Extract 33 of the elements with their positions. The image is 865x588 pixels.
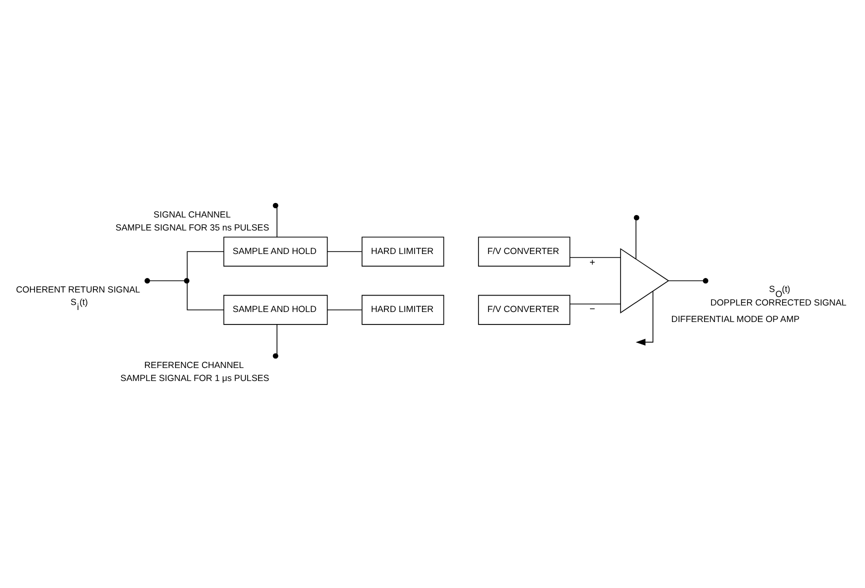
- node-label: DOPPLER CORRECTED SIGNAL: [710, 297, 846, 308]
- node-label: DIFFERENTIAL MODE OP AMP: [671, 314, 800, 324]
- connector: [569, 303, 621, 304]
- connector: [276, 324, 278, 354]
- connector: [569, 256, 621, 258]
- connector: [276, 206, 278, 237]
- edge-label: −: [590, 303, 596, 314]
- node-circle: [634, 214, 640, 220]
- connector: [326, 308, 362, 310]
- node-box: F/V CONVERTER: [478, 294, 570, 324]
- connector: [668, 280, 704, 281]
- connector: [326, 250, 362, 252]
- node-box: F/V CONVERTER: [478, 236, 570, 266]
- node-circle: [272, 352, 278, 358]
- edge-label: +: [590, 256, 596, 268]
- node-box: SAMPLE AND HOLD: [223, 236, 328, 266]
- node-label: SAMPLE SIGNAL FOR 1 μs PULSES: [120, 372, 270, 382]
- node-circle: [144, 278, 150, 283]
- node-triangle: [620, 248, 670, 313]
- connector: [149, 280, 184, 281]
- arrow: [636, 290, 654, 346]
- connector: [186, 282, 224, 310]
- node-box: HARD LIMITER: [362, 294, 444, 324]
- node-box: HARD LIMITER: [362, 236, 444, 266]
- node-label: REFERENCE CHANNEL: [144, 359, 244, 370]
- node-circle: [702, 278, 708, 283]
- node-box: SAMPLE AND HOLD: [223, 294, 328, 324]
- node-circle: [184, 278, 190, 283]
- node-label: SIGNAL CHANNEL: [154, 208, 231, 219]
- node-label: SAMPLE SIGNAL FOR 35 ns PULSES: [116, 222, 270, 232]
- connector: [186, 250, 224, 278]
- node-label: COHERENT RETURN SIGNAL: [16, 284, 140, 294]
- node-circle: [272, 202, 278, 208]
